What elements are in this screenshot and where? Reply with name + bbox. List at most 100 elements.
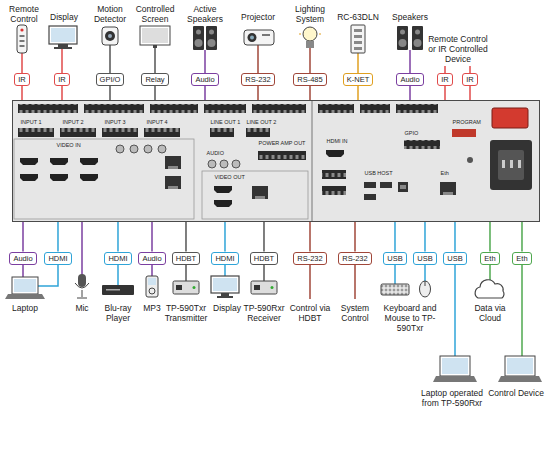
remote-control-icon (17, 25, 27, 53)
device-label: RC-63DLN (337, 12, 379, 22)
terminal-block (84, 104, 144, 113)
device-panel-body (312, 100, 313, 222)
connector-type: USB (387, 254, 402, 263)
keypad-icon (354, 29, 362, 32)
keypad-icon (354, 35, 362, 38)
panel-port-label: VIDEO OUT (214, 174, 246, 181)
signal-line (185, 222, 187, 252)
connector-tag: HDBT (250, 252, 278, 265)
mp3-player-icon (146, 276, 158, 297)
device-label: Display (213, 303, 241, 313)
leader-line (109, 45, 111, 76)
remote-control-icon (20, 35, 25, 37)
speaker-icon (415, 30, 420, 35)
panel-port-label: AUDIO (206, 150, 225, 157)
leader-line (22, 45, 522, 358)
terminal-block (360, 104, 390, 113)
device-label: TP-590Txr Transmitter (159, 303, 213, 323)
power-inlet (490, 108, 532, 190)
panel-port-label: INPUT 4 (146, 119, 169, 126)
laptop-icon (498, 376, 542, 382)
usb-port (380, 182, 392, 188)
display-icon (49, 26, 77, 44)
display-icon (211, 276, 239, 293)
connector-tag: Audio (9, 252, 36, 265)
connector-type: HDMI (48, 254, 67, 263)
screen-icon (142, 28, 168, 43)
light-bulb-icon (306, 41, 314, 48)
laptop-icon (12, 277, 38, 294)
rj45-port (168, 186, 178, 189)
leader-line (309, 48, 311, 76)
connector-tag: Relay (141, 73, 168, 86)
laptop-icon (507, 358, 533, 374)
connector-type: HDBT (176, 254, 196, 263)
laptop-icon (505, 356, 535, 376)
leader-line (257, 45, 259, 76)
leader-line (454, 260, 456, 358)
terminal-block (18, 104, 78, 113)
microphone-icon (77, 298, 87, 299)
mp3-player-icon (146, 276, 158, 297)
connector-tag: Audio (138, 252, 165, 265)
program-switch (452, 129, 476, 137)
connector-tag: Audio (191, 73, 218, 86)
device-label: Controlled Screen (130, 4, 180, 24)
device-panel-body (12, 100, 540, 222)
speaker-icon (206, 26, 217, 50)
microphone-icon (75, 274, 89, 298)
transmitter-icon (193, 286, 196, 289)
microphone-icon (78, 274, 86, 287)
terminal-block (396, 104, 438, 113)
light-bulb-icon (303, 27, 317, 41)
hdmi-port (80, 158, 98, 165)
receiver-icon (251, 281, 277, 294)
signal-line (354, 222, 356, 252)
projector-icon (250, 36, 254, 40)
rj45-port (443, 192, 453, 195)
connector-type: IR (18, 75, 26, 84)
laptop-icon (433, 376, 477, 382)
terminal-block (318, 104, 354, 113)
device-label: Control Device (488, 388, 544, 398)
usb-port (398, 182, 408, 192)
speaker-icon (414, 39, 422, 47)
leader-line (354, 260, 356, 299)
speaker-icon (397, 26, 408, 50)
device-label: Remote Control or IR Controlled Device (425, 34, 491, 64)
audio-jack (130, 145, 138, 153)
connector-tag: IR (14, 73, 30, 86)
blu-ray-player-icon (106, 289, 120, 291)
signal-line (57, 222, 59, 252)
connector-type: IR (466, 75, 474, 84)
terminal-block (404, 140, 440, 149)
device-panel-body (12, 100, 540, 222)
connector-type: K-NET (347, 75, 370, 84)
device-label: Blu-ray Player (97, 303, 139, 323)
panel-port-label: PROGRAM (452, 119, 482, 126)
display-icon (51, 28, 75, 42)
usb-port (364, 194, 376, 200)
terminal-block (210, 128, 234, 137)
connector-tag: HDBT (172, 252, 200, 265)
device-label: Mic (75, 303, 88, 313)
terminal-block (258, 151, 306, 160)
rj45-port (165, 156, 456, 199)
signal-line (309, 86, 311, 101)
usb-port (364, 182, 376, 188)
terminal-block (150, 104, 198, 113)
remote-control-icon (20, 40, 25, 42)
signal-line (409, 86, 411, 101)
laptop-icon (440, 356, 470, 376)
motion-detector-icon (108, 34, 112, 38)
receiver-icon (251, 281, 277, 294)
connector-type: GPI/O (100, 75, 121, 84)
signal-line (357, 86, 359, 101)
signal-line (224, 222, 226, 252)
device-panel-body (14, 139, 194, 219)
device-label: Lighting System (287, 4, 333, 24)
transmitter-icon (173, 281, 199, 294)
projector-icon (244, 30, 274, 45)
